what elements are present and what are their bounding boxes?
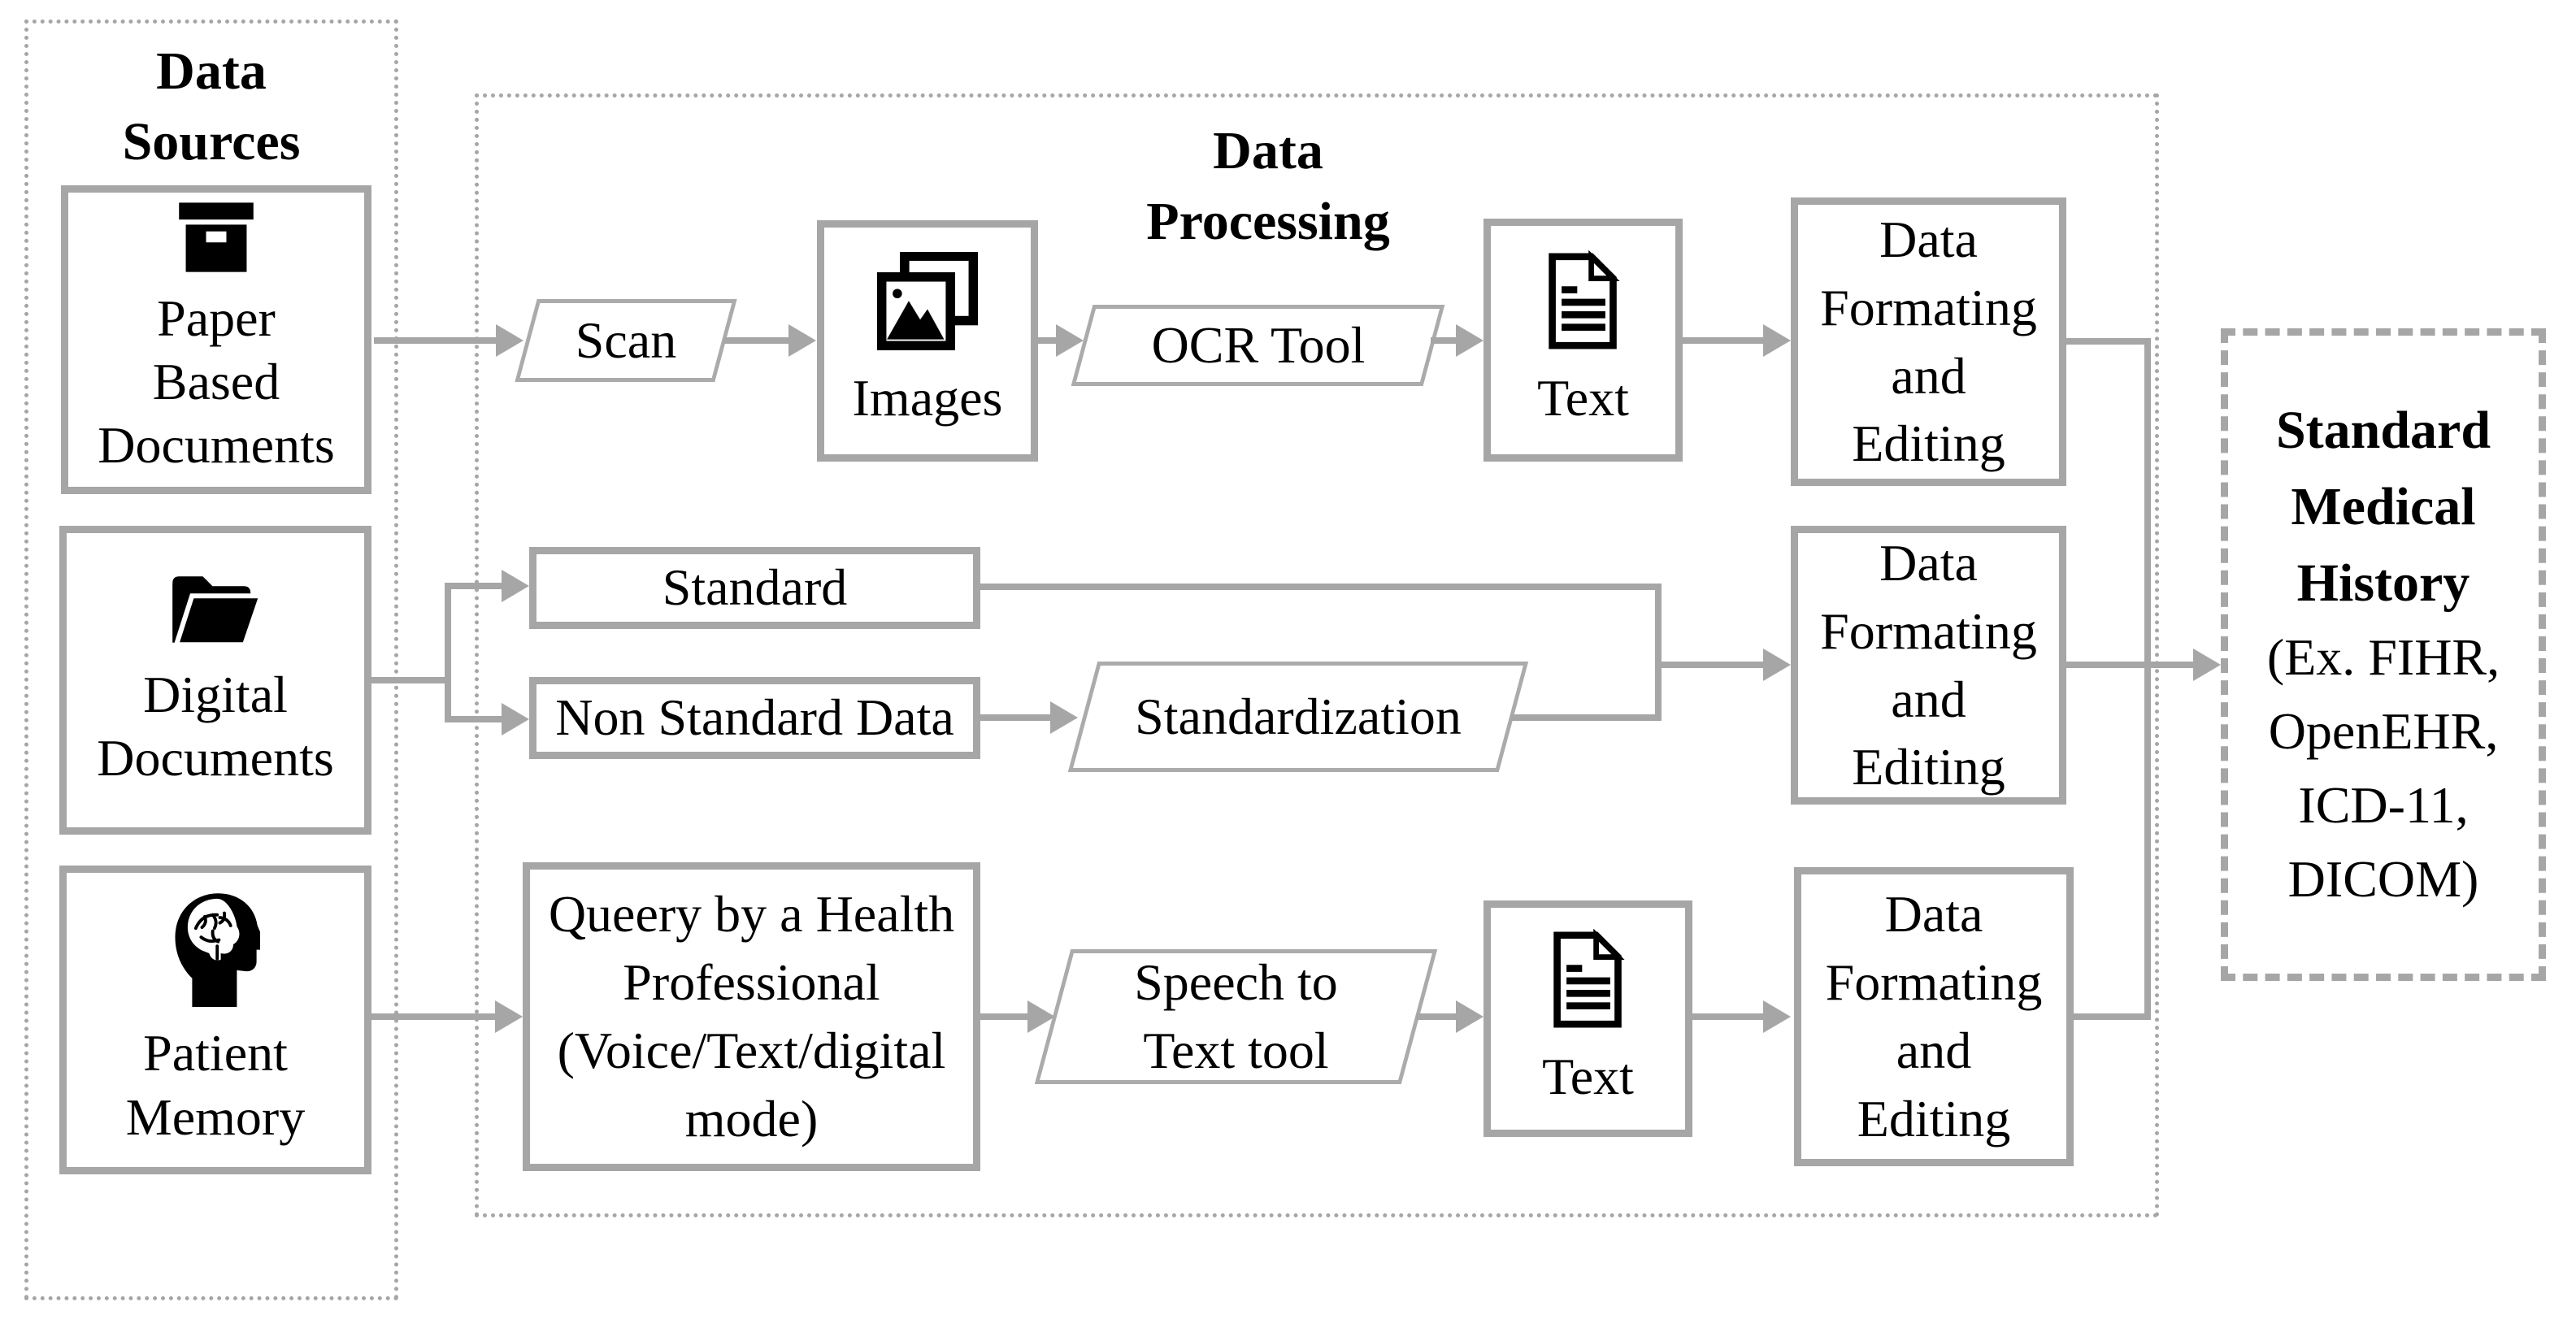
connector-digital-stub <box>371 677 451 683</box>
data-formating-node-row3: Data Formating and Editing <box>1794 867 2074 1166</box>
connector-text-to-formating-row3 <box>1692 1013 1763 1020</box>
data-processing-title: Data Processing <box>1146 121 1390 252</box>
standardization-parallelogram <box>1067 662 1529 772</box>
data-processing-panel <box>475 93 2159 1217</box>
connector-collector-vertical <box>2144 338 2151 1020</box>
patient-memory-node: Patient Memory <box>59 866 371 1174</box>
query-health-professional-node: Queery by a Health Professional (Voice/T… <box>523 862 980 1171</box>
arrowhead-branch-to-standard <box>502 570 529 602</box>
patient-memory-label: Patient Memory <box>125 1024 306 1146</box>
text-node-row1: Text <box>1483 219 1683 462</box>
arrowhead-speech-to-text <box>1456 1000 1483 1033</box>
head-brain-icon <box>175 893 260 1008</box>
connector-speech-to-text <box>1416 1013 1456 1020</box>
connector-scan-to-images <box>723 337 788 344</box>
arrowhead-non-standard-to-standardization <box>1050 701 1078 734</box>
standard-medical-history-title: Standard Medical History <box>2275 401 2491 613</box>
text-document-icon <box>1548 249 1620 349</box>
query-health-professional-label: Queery by a Health Professional (Voice/T… <box>548 885 955 1148</box>
data-formating-label-row1: Data Formating and Editing <box>1820 210 2037 473</box>
connector-formating-row1-out <box>2066 338 2151 345</box>
connector-formating-row2-to-output <box>2066 662 2193 668</box>
arrowhead-merge-to-formating-row2 <box>1763 649 1791 681</box>
non-standard-data-label: Non Standard Data <box>555 688 954 747</box>
connector-standardization-out <box>1510 714 1662 721</box>
connector-merge-vertical <box>1655 584 1662 721</box>
arrowhead-ocr-to-text <box>1456 324 1483 357</box>
connector-images-to-ocr <box>1038 337 1056 344</box>
digital-documents-node: Digital Documents <box>59 526 371 835</box>
arrowhead-to-standard-medical-history <box>2193 649 2221 681</box>
arrowhead-text-to-formating-row3 <box>1763 1000 1791 1033</box>
arrowhead-patient-to-query <box>495 1000 523 1033</box>
standard-label: Standard <box>662 558 848 617</box>
connector-standard-out <box>980 584 1662 590</box>
arrowhead-query-to-speech <box>1027 1000 1055 1033</box>
speech-to-text-parallelogram <box>1034 949 1438 1084</box>
text-document-icon <box>1553 928 1625 1028</box>
data-formating-node-row2: Data Formating and Editing <box>1791 526 2066 805</box>
data-formating-label-row2: Data Formating and Editing <box>1820 533 2037 796</box>
data-formating-node-row1: Data Formating and Editing <box>1791 197 2066 486</box>
non-standard-data-node: Non Standard Data <box>529 677 980 759</box>
scan-parallelogram <box>515 299 737 382</box>
connector-paper-to-scan <box>374 337 496 344</box>
photos-icon <box>876 251 979 350</box>
connector-branch-to-non-standard <box>448 716 502 722</box>
standard-medical-history-box: Standard Medical History (Ex. FIHR, Open… <box>2221 328 2546 981</box>
open-folder-icon <box>172 576 264 648</box>
connector-query-to-speech <box>980 1013 1027 1020</box>
connector-digital-branch-vertical <box>445 583 451 722</box>
data-sources-title: Data Sources <box>122 41 301 172</box>
connector-merge-to-formating-row2 <box>1662 662 1763 668</box>
arrowhead-paper-to-scan <box>496 324 523 357</box>
connector-branch-to-standard <box>448 583 502 589</box>
arrowhead-images-to-ocr <box>1056 324 1084 357</box>
data-formating-label-row3: Data Formating and Editing <box>1825 885 2043 1148</box>
connector-ocr-to-text <box>1431 337 1456 344</box>
data-sources-panel <box>24 20 398 1300</box>
archive-box-icon <box>179 202 254 272</box>
connector-formating-row3-out <box>2074 1013 2151 1020</box>
text-label-row1: Text <box>1537 368 1629 427</box>
digital-documents-label: Digital Documents <box>97 665 334 787</box>
standard-medical-history-examples: (Ex. FIHR, OpenEHR, ICD-11, DICOM) <box>2266 628 2500 908</box>
arrowhead-text-to-formating-row1 <box>1763 324 1791 357</box>
connector-text-to-formating-row1 <box>1683 337 1763 344</box>
standard-node: Standard <box>529 547 980 629</box>
paper-based-documents-node: Paper Based Documents <box>61 185 371 494</box>
paper-based-documents-label: Paper Based Documents <box>98 289 335 475</box>
connector-patient-to-query <box>371 1013 495 1020</box>
arrowhead-branch-to-non-standard <box>502 703 529 735</box>
ocr-tool-parallelogram <box>1071 305 1445 386</box>
text-label-row3: Text <box>1542 1047 1634 1105</box>
images-node: Images <box>817 220 1038 462</box>
connector-non-standard-to-standardization <box>980 714 1050 721</box>
images-label: Images <box>852 368 1003 427</box>
arrowhead-scan-to-images <box>788 324 816 357</box>
text-node-row3: Text <box>1483 900 1692 1137</box>
